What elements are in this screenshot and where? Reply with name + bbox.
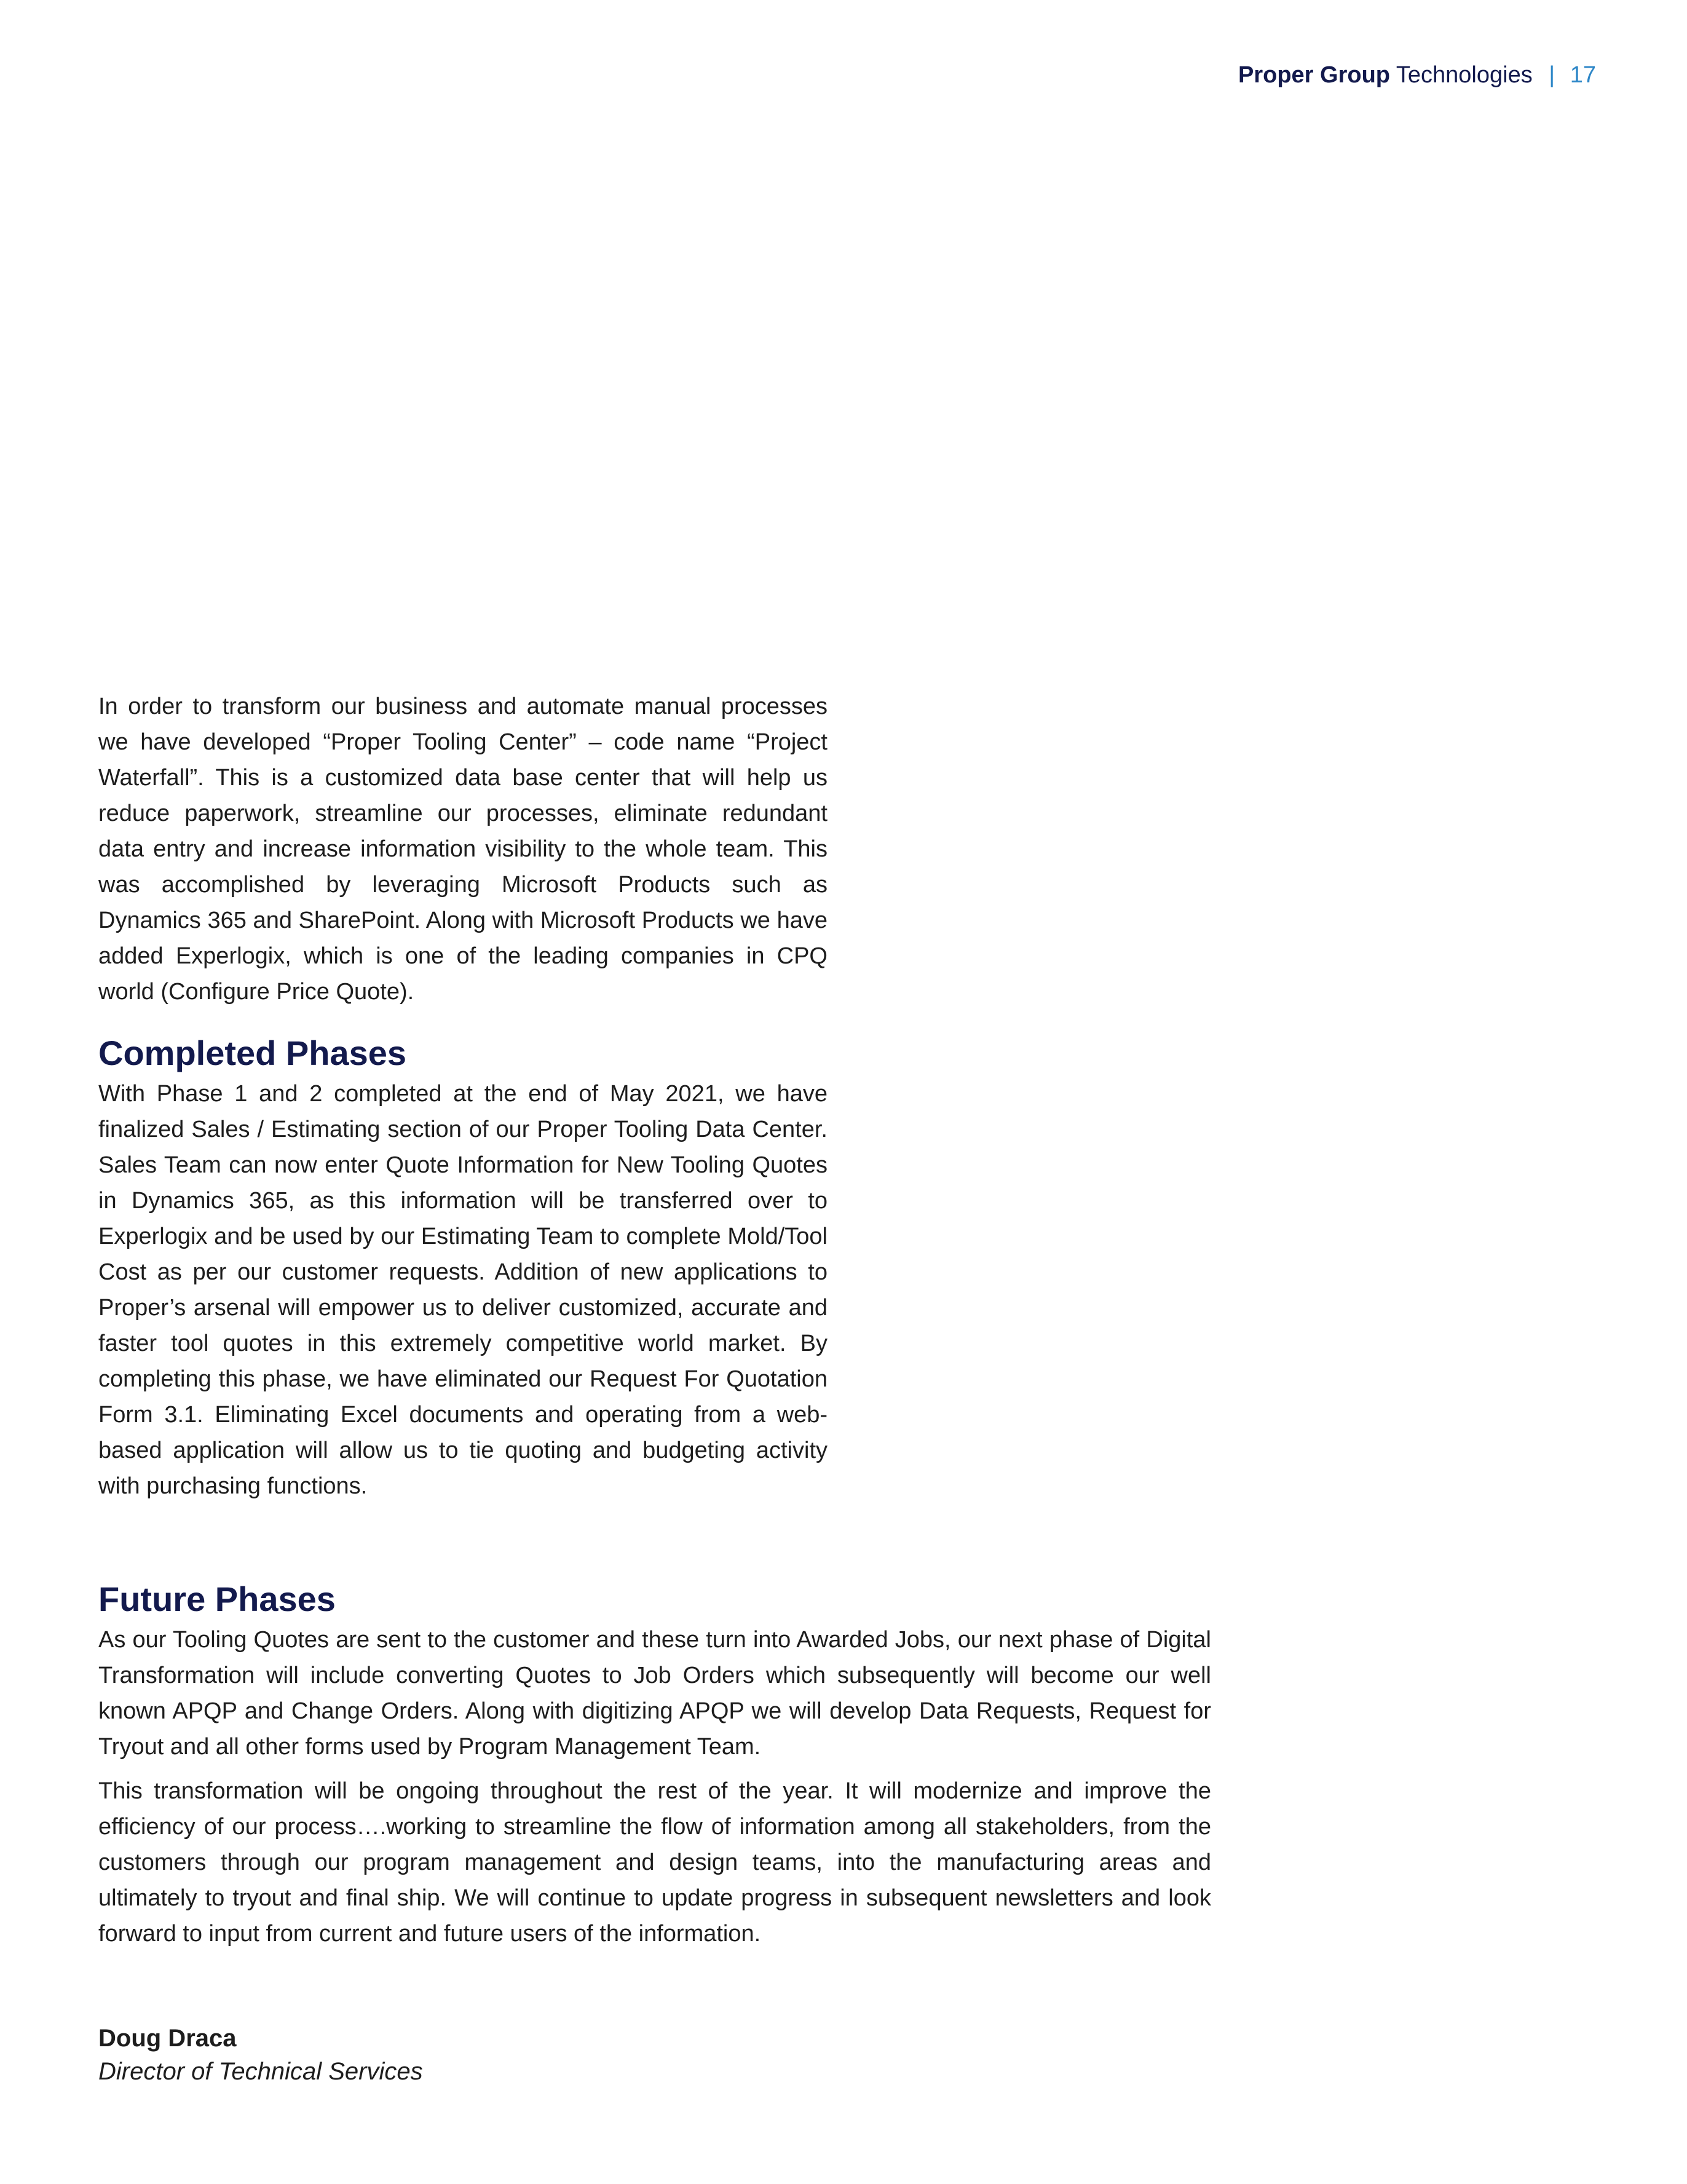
intro-paragraph: In order to transform our business and a… [98, 694, 828, 1005]
page-number: 17 [1570, 62, 1596, 88]
future-phases-heading: Future Phases [98, 1580, 336, 1618]
page-header: Proper Group Technologies | 17 [1168, 59, 1596, 91]
completed-phases-paragraph: With Phase 1 and 2 completed at the end … [98, 1081, 828, 1499]
future-phases-paragraph-2: This transformation will be ongoing thro… [98, 1778, 1211, 1947]
completed-phases-heading: Completed Phases [98, 1034, 407, 1072]
intro-section: In order to transform our business and a… [98, 689, 828, 1010]
future-phases-paragraph-1: As our Tooling Quotes are sent to the cu… [98, 1627, 1211, 1760]
author-name: Doug Draca [98, 2025, 237, 2052]
brand-name: Proper Group [1238, 62, 1391, 88]
signature-block: Doug Draca Director of Technical Service… [98, 2022, 836, 2088]
completed-phases-section: Completed Phases With Phase 1 and 2 comp… [98, 1031, 828, 1504]
author-title: Director of Technical Services [98, 2058, 423, 2085]
header-separator: | [1549, 62, 1555, 88]
brand-suffix: Technologies [1396, 62, 1533, 88]
future-phases-section: Future Phases As our Tooling Quotes are … [98, 1577, 1211, 1952]
